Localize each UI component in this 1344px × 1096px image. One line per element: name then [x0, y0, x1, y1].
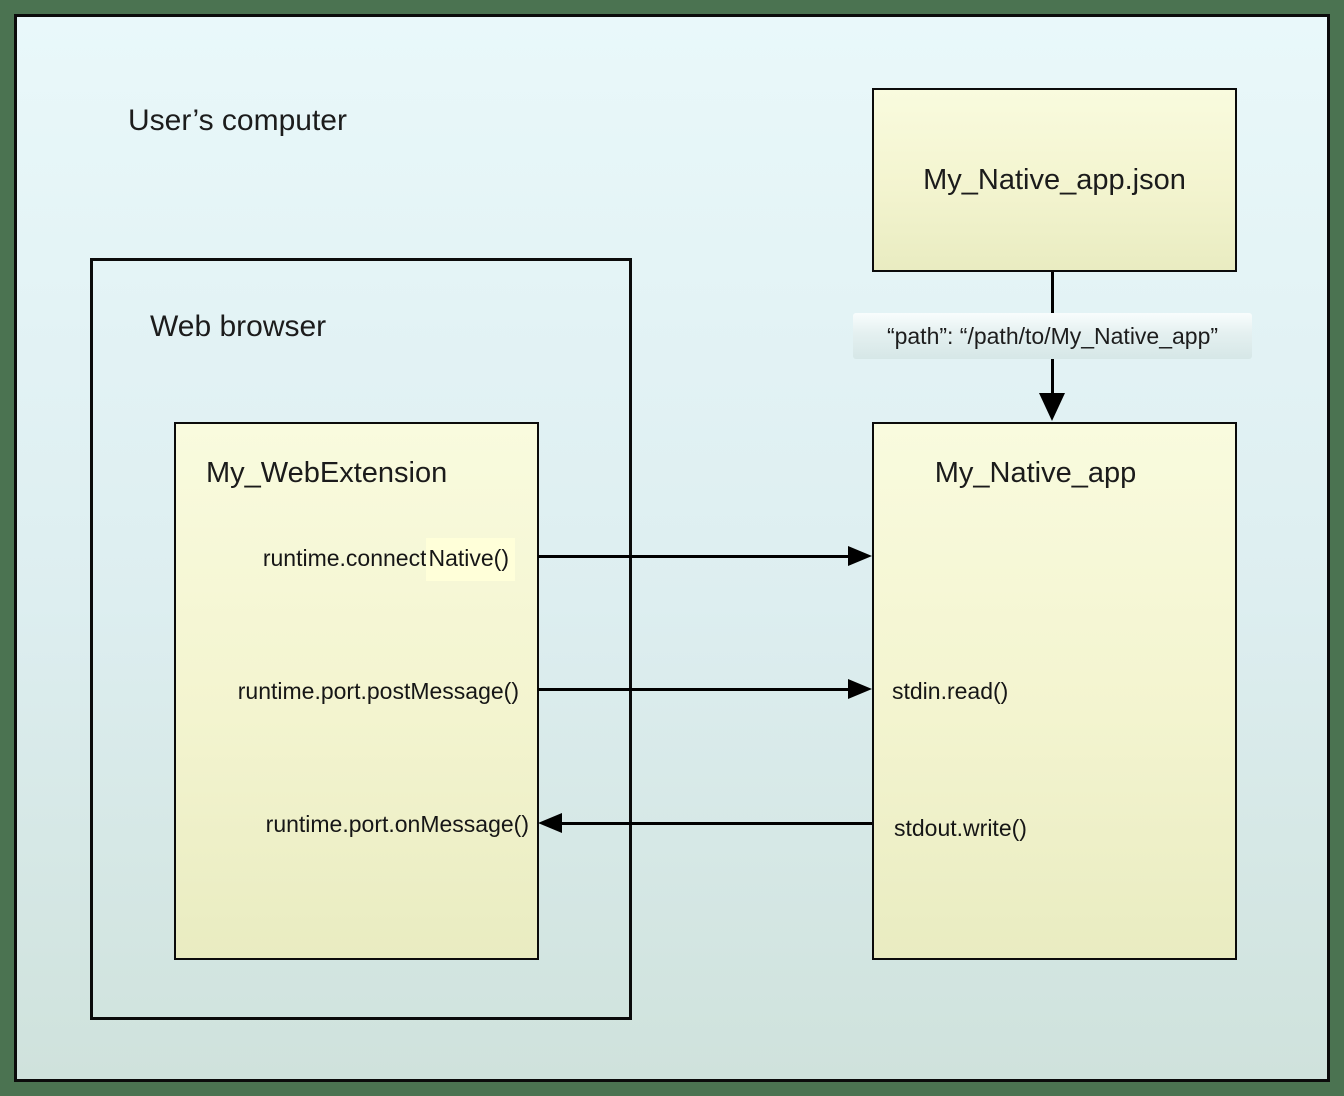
- connect-arrow-right-icon: [848, 546, 872, 566]
- post-message-method: runtime.port.postMessage(): [237, 678, 519, 704]
- manifest-arrow-down-icon: [1039, 393, 1065, 421]
- native-app-title: My_Native_app: [934, 457, 1137, 489]
- post-message-arrow-line: [538, 688, 851, 691]
- post-message-arrow-right-icon: [848, 679, 872, 699]
- webextension-title: My_WebExtension: [206, 457, 448, 489]
- stdin-read-method: stdin.read(): [892, 678, 1009, 704]
- connect-arrow-line: [538, 555, 851, 558]
- web-browser-box: [90, 258, 632, 1020]
- connect-native-prefix: runtime.connect: [262, 545, 427, 571]
- stdout-write-method: stdout.write(): [894, 815, 1027, 841]
- native-app-json-title: My_Native_app.json: [923, 163, 1186, 196]
- stdout-arrow-line: [561, 822, 872, 825]
- users-computer-label: User’s computer: [128, 104, 347, 137]
- native-app-json-box: My_Native_app.json: [872, 88, 1237, 272]
- connect-native-highlight: Native(): [426, 538, 515, 581]
- path-annotation: “path”: “/path/to/My_Native_app”: [853, 313, 1252, 359]
- stdout-arrow-left-icon: [538, 813, 562, 833]
- native-app-box: My_Native_app stdin.read() stdout.write(…: [872, 422, 1237, 960]
- on-message-method: runtime.port.onMessage(): [265, 811, 529, 837]
- web-browser-label: Web browser: [150, 310, 327, 343]
- path-annotation-text: “path”: “/path/to/My_Native_app”: [886, 322, 1219, 349]
